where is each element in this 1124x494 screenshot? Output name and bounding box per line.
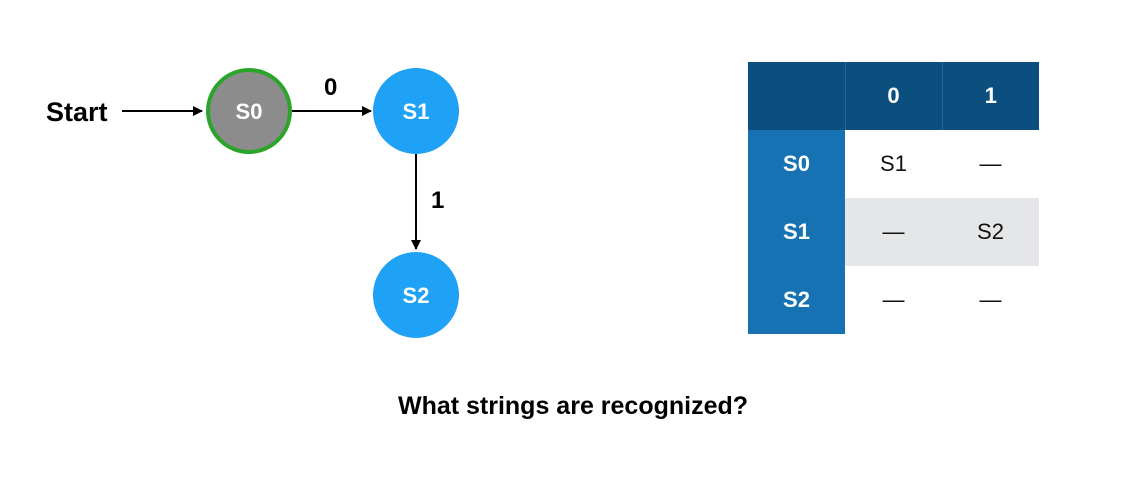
state-s1-circle [373, 68, 459, 154]
transition-label-s0-s1: 0 [324, 74, 337, 101]
state-s2-label: S2 [403, 283, 430, 308]
start-label: Start [46, 97, 108, 127]
state-s0-label: S0 [236, 99, 263, 124]
state-s0: S0 [206, 68, 292, 154]
row-header-s2: S2 [748, 266, 845, 334]
table-cell: S2 [942, 198, 1039, 266]
table-corner-cell [748, 62, 845, 130]
row-header-s0: S0 [748, 130, 845, 198]
table-cell: — [845, 266, 942, 334]
table-row: S2 — — [748, 266, 1039, 334]
transition-table: 0 1 S0 S1 — S1 — S2 S2 — — [748, 62, 1039, 334]
row-header-s1: S1 [748, 198, 845, 266]
column-header-0: 0 [844, 62, 942, 130]
table-cell: — [942, 266, 1039, 334]
table-cell: — [845, 198, 942, 266]
column-header-1: 1 [941, 62, 1039, 130]
transition-label-s1-s2: 1 [431, 187, 444, 214]
state-s1: S1 [373, 68, 459, 154]
state-s2-circle [373, 252, 459, 338]
table-row: S1 — S2 [748, 198, 1039, 266]
state-diagram: Start 0 1 S0 S1 S2 [46, 68, 459, 338]
table-cell: — [942, 130, 1039, 198]
table-cell: S1 [845, 130, 942, 198]
table-header-row: 0 1 [748, 62, 1039, 130]
state-s2: S2 [373, 252, 459, 338]
question-text: What strings are recognized? [397, 392, 749, 420]
table-row: S0 S1 — [748, 130, 1039, 198]
state-s1-label: S1 [403, 99, 430, 124]
state-s0-circle [206, 68, 292, 154]
